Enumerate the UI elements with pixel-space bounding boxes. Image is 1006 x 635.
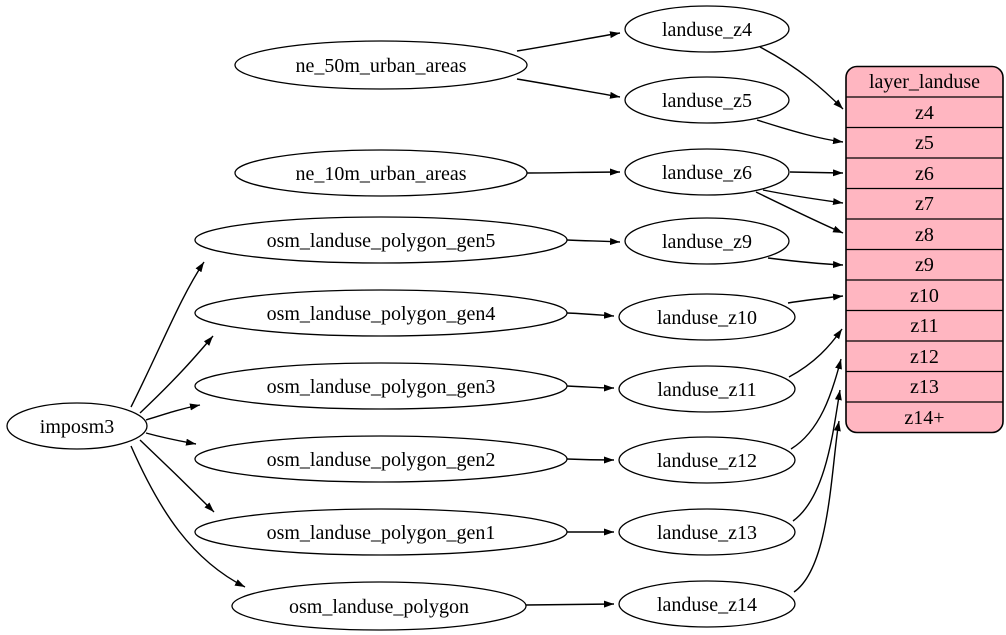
node-osm_landuse_polygon_gen1: osm_landuse_polygon_gen1 [194, 508, 568, 556]
node-landuse_z13-label: landuse_z13 [657, 522, 757, 544]
edge-landuse_z5-to-layer_landuse-z5 [756, 119, 844, 145]
node-osm_landuse_polygon_gen5-shape [194, 216, 568, 264]
edge-imposm3-to-osm_landuse_polygon [130, 445, 246, 588]
edge-osm_landuse_polygon_gen2-to-landuse_z12 [566, 456, 615, 464]
node-ne_50m_urban_areas-shape [234, 40, 528, 90]
node-landuse_z9-shape [624, 217, 790, 265]
table-row-z6: z6 [915, 163, 934, 185]
node-landuse_z13-shape [618, 508, 796, 556]
edges-group [130, 31, 844, 608]
node-landuse_z10-shape [618, 293, 796, 341]
table-row-z9: z9 [915, 254, 934, 276]
table-row-z12: z12 [910, 346, 939, 368]
edge-landuse_z10-to-layer_landuse-z10 [787, 293, 844, 304]
edge-landuse_z6-to-layer_landuse-z7 [762, 189, 844, 206]
edge-imposm3-to-osm_landuse_polygon_gen5 [130, 261, 205, 408]
node-osm_landuse_polygon_gen4: osm_landuse_polygon_gen4 [194, 289, 568, 337]
node-osm_landuse_polygon_gen2: osm_landuse_polygon_gen2 [194, 435, 568, 483]
edge-imposm3-to-osm_landuse_polygon_gen1 [139, 439, 215, 513]
node-landuse_z12-label: landuse_z12 [657, 450, 757, 472]
node-osm_landuse_polygon-label: osm_landuse_polygon [289, 596, 469, 618]
node-landuse_z4: landuse_z4 [624, 5, 790, 53]
edge-landuse_z9-to-layer_landuse-z9 [767, 257, 844, 269]
node-landuse_z14-label: landuse_z14 [657, 594, 757, 616]
node-imposm3-label: imposm3 [40, 416, 114, 438]
edge-ne_50m_urban_areas-to-landuse_z4 [516, 31, 621, 52]
node-landuse_z14-shape [618, 580, 796, 628]
node-landuse_z13: landuse_z13 [618, 508, 796, 556]
node-landuse_z5-shape [624, 76, 790, 124]
edge-osm_landuse_polygon_gen5-to-landuse_z9 [566, 238, 621, 245]
node-osm_landuse_polygon_gen5-label: osm_landuse_polygon_gen5 [267, 230, 496, 252]
edge-imposm3-to-osm_landuse_polygon_gen4 [139, 335, 214, 414]
node-landuse_z12: landuse_z12 [618, 436, 796, 484]
table-title: layer_landuse [869, 71, 980, 93]
node-landuse_z14: landuse_z14 [618, 580, 796, 628]
node-landuse_z9-label: landuse_z9 [662, 231, 752, 253]
node-landuse_z11: landuse_z11 [618, 365, 796, 413]
node-landuse_z9: landuse_z9 [624, 217, 790, 265]
edge-osm_landuse_polygon_gen3-to-landuse_z11 [566, 384, 615, 392]
edge-landuse_z6-to-layer_landuse-z8 [755, 191, 844, 234]
edge-landuse_z12-to-layer_landuse-z12 [790, 358, 842, 450]
node-landuse_z10-label: landuse_z10 [657, 307, 757, 329]
node-osm_landuse_polygon_gen2-shape [194, 435, 568, 483]
node-ne_10m_urban_areas: ne_10m_urban_areas [234, 149, 528, 197]
edge-osm_landuse_polygon-to-landuse_z14 [525, 600, 615, 608]
edge-osm_landuse_polygon_gen4-to-landuse_z10 [566, 311, 615, 319]
table-row-z13: z13 [910, 376, 939, 398]
node-osm_landuse_polygon_gen1-shape [194, 508, 568, 556]
node-ne_10m_urban_areas-label: ne_10m_urban_areas [295, 163, 466, 185]
node-osm_landuse_polygon-shape [231, 581, 527, 631]
node-osm_landuse_polygon_gen3: osm_landuse_polygon_gen3 [194, 362, 568, 410]
node-landuse_z5-label: landuse_z5 [662, 90, 752, 112]
node-landuse_z6: landuse_z6 [624, 148, 790, 196]
node-ne_10m_urban_areas-shape [234, 149, 528, 197]
edge-landuse_z6-to-layer_landuse-z6 [789, 169, 844, 177]
node-osm_landuse_polygon_gen4-shape [194, 289, 568, 337]
edge-ne_10m_urban_areas-to-landuse_z6 [526, 168, 621, 176]
node-landuse_z12-shape [618, 436, 796, 484]
table-layer_landuse: layer_landuse z4 z5 z6 z7 z8 z9 z10 z11 … [845, 65, 1004, 434]
edge-landuse_z11-to-layer_landuse-z11 [788, 328, 843, 378]
node-osm_landuse_polygon_gen5: osm_landuse_polygon_gen5 [194, 216, 568, 264]
edge-landuse_z14-to-layer_landuse-z14plus [793, 420, 841, 593]
table-row-z10: z10 [910, 285, 939, 307]
node-landuse_z11-shape [618, 365, 796, 413]
table-row-z4: z4 [915, 102, 934, 124]
node-landuse_z4-shape [624, 5, 790, 53]
node-osm_landuse_polygon_gen1-label: osm_landuse_polygon_gen1 [267, 522, 496, 544]
node-osm_landuse_polygon_gen3-label: osm_landuse_polygon_gen3 [267, 376, 496, 398]
node-ne_50m_urban_areas-label: ne_50m_urban_areas [295, 55, 466, 77]
edge-imposm3-to-osm_landuse_polygon_gen2 [145, 432, 197, 446]
edge-ne_50m_urban_areas-to-landuse_z5 [516, 78, 621, 99]
node-osm_landuse_polygon_gen2-label: osm_landuse_polygon_gen2 [267, 449, 496, 471]
edge-landuse_z4-to-layer_landuse-z4 [759, 46, 844, 110]
table-row-z14plus: z14+ [904, 407, 944, 429]
table-row-z5: z5 [915, 132, 934, 154]
node-ne_50m_urban_areas: ne_50m_urban_areas [234, 40, 528, 90]
node-landuse_z4-label: landuse_z4 [662, 19, 752, 41]
node-landuse_z11-label: landuse_z11 [657, 379, 756, 401]
node-osm_landuse_polygon_gen3-shape [194, 362, 568, 410]
node-osm_landuse_polygon_gen4-label: osm_landuse_polygon_gen4 [267, 303, 496, 325]
table-row-z8: z8 [915, 224, 934, 246]
table-row-z11: z11 [910, 315, 938, 337]
node-landuse_z5: landuse_z5 [624, 76, 790, 124]
table-row-z7: z7 [915, 193, 934, 215]
edge-imposm3-to-osm_landuse_polygon_gen3 [145, 403, 201, 421]
node-imposm3: imposm3 [6, 402, 148, 450]
node-imposm3-shape [6, 402, 148, 450]
node-landuse_z6-label: landuse_z6 [662, 162, 752, 184]
node-osm_landuse_polygon: osm_landuse_polygon [231, 581, 527, 631]
node-landuse_z10: landuse_z10 [618, 293, 796, 341]
node-landuse_z6-shape [624, 148, 790, 196]
edge-landuse_z13-to-layer_landuse-z13 [792, 389, 842, 522]
